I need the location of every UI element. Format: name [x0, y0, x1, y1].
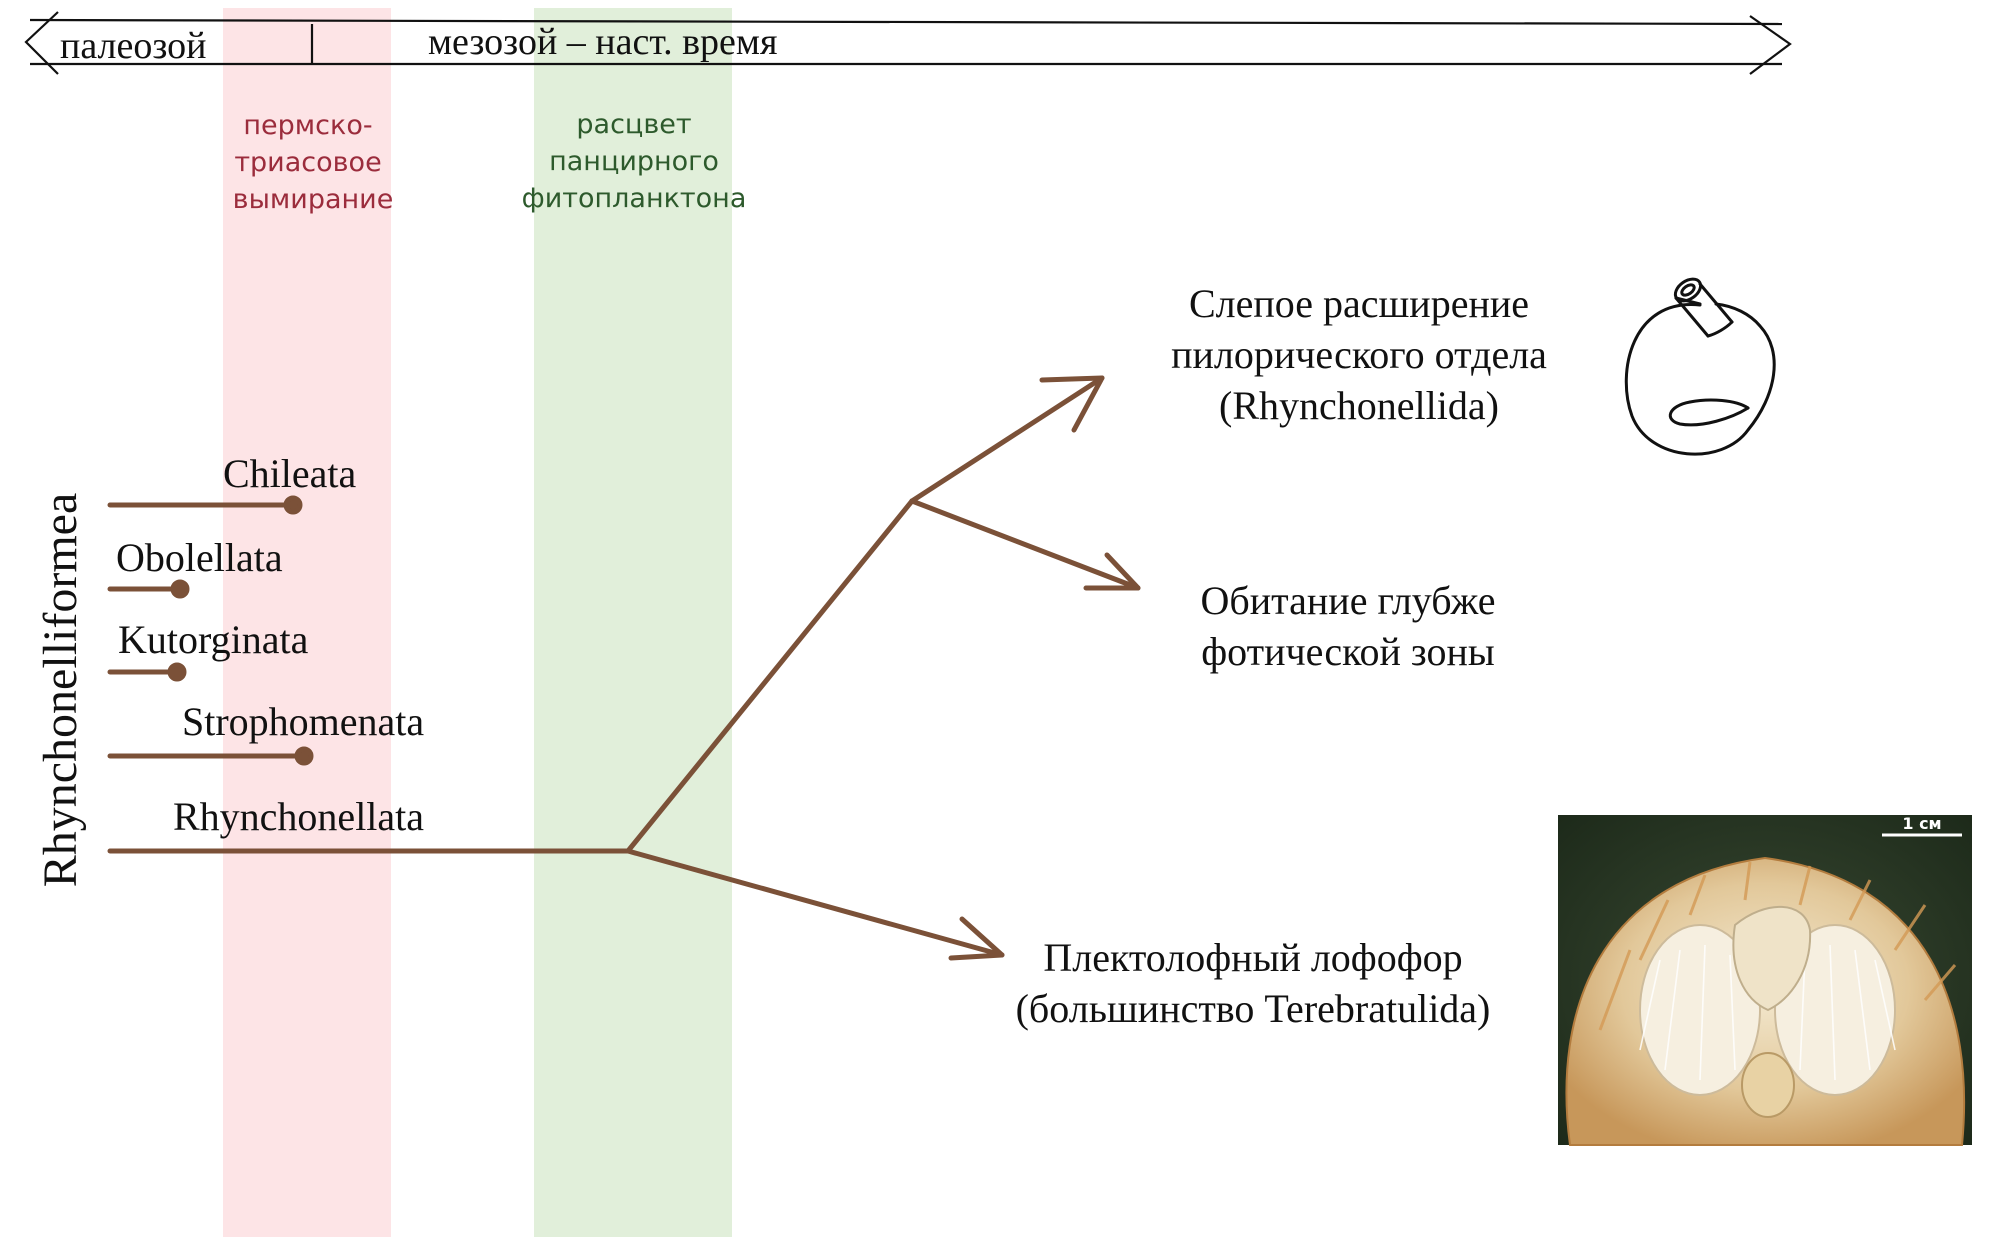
branch-end-kutorginata: [167, 662, 187, 682]
branch-end-obolellata: [170, 579, 190, 599]
extinction-label-line: вымирание: [233, 184, 394, 215]
taxon-branches: [107, 495, 631, 854]
extinction-label: пермско- триасовое вымирание: [233, 110, 394, 215]
pyloric-caecum-drawing: [1624, 277, 1776, 456]
taxon-label-kutorginata: Kutorginata: [118, 617, 309, 662]
phytoplankton-label-line: расцвет: [576, 109, 691, 140]
trait-lophophore-line: (большинство Terebratulida): [1016, 986, 1491, 1031]
arrow-lophophore-shaft: [625, 848, 1005, 958]
taxon-label-rhynchonellata: Rhynchonellata: [173, 794, 424, 839]
trait-branches: [625, 375, 1141, 961]
trait-lophophore-line: Плектолофный лофофор: [1043, 935, 1462, 980]
branch-to-node: [625, 498, 915, 854]
branch-end-strophomenata: [294, 746, 314, 766]
timeline-arrow: [24, 11, 1792, 75]
extinction-band: [223, 8, 391, 1237]
arrow-pyloric-head: [1039, 375, 1105, 433]
scale-bar-label: 1 см: [1902, 814, 1941, 833]
taxon-labels: Chileata Obolellata Kutorginata Strophom…: [116, 451, 424, 839]
trait-depth-label: Обитание глубже фотической зоны: [1201, 578, 1496, 674]
trait-pyloric-line: пилорического отдела: [1171, 332, 1547, 377]
phytoplankton-label: расцвет панцирного фитопланктона: [522, 109, 747, 214]
extinction-label-line: пермско-: [243, 110, 372, 141]
era-label-mesozoic: мезозой – наст. время: [428, 21, 777, 63]
trait-depth-line: Обитание глубже: [1201, 578, 1496, 623]
phytoplankton-band: [534, 8, 732, 1237]
arrow-depth-head: [1083, 552, 1141, 591]
specimen-photo: 1 см: [1558, 814, 1972, 1146]
era-label-paleozoic: палеозой: [60, 25, 207, 67]
taxon-label-obolellata: Obolellata: [116, 535, 283, 580]
trait-pyloric-line: (Rhynchonellida): [1219, 383, 1499, 428]
trait-lophophore-label: Плектолофный лофофор (большинство Terebr…: [1016, 935, 1491, 1031]
arrow-pyloric-shaft: [909, 375, 1105, 504]
trait-depth-line: фотической зоны: [1201, 629, 1495, 674]
extinction-label-line: триасовое: [234, 147, 381, 178]
phytoplankton-label-line: панцирного: [549, 146, 719, 177]
phytoplankton-label-line: фитопланктона: [522, 183, 747, 214]
trait-pyloric-line: Слепое расширение: [1189, 281, 1529, 326]
taxon-label-chileata: Chileata: [223, 451, 357, 496]
trait-pyloric-label: Слепое расширение пилорического отдела (…: [1171, 281, 1547, 428]
branch-end-chileata: [283, 495, 303, 515]
arrow-lophophore-head: [948, 916, 1005, 961]
root-taxon-label: Rhynchonelliformea: [34, 493, 87, 888]
arrow-depth-shaft: [909, 498, 1141, 591]
taxon-label-strophomenata: Strophomenata: [182, 699, 424, 744]
